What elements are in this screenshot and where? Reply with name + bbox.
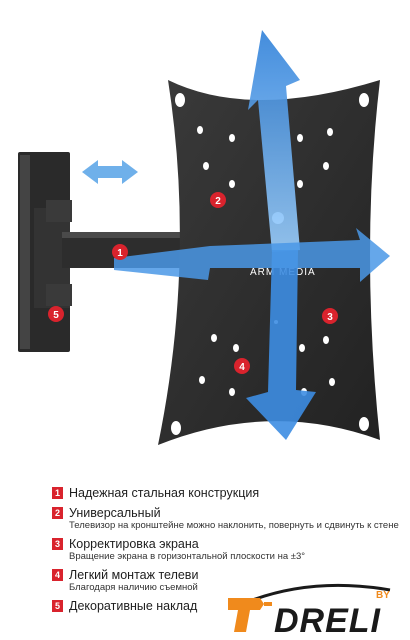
- feature-item: 5 Декоративные наклад: [52, 599, 402, 613]
- marker-5: 5: [48, 306, 64, 322]
- plate-holes: [171, 93, 369, 435]
- swivel-arrow-icon: [114, 228, 390, 282]
- feature-description: Вращение экрана в горизонтальной плоскос…: [69, 551, 306, 562]
- feature-number: 2: [52, 507, 63, 519]
- svg-text:3: 3: [327, 312, 333, 323]
- svg-text:5: 5: [53, 310, 59, 321]
- feature-description: Телевизор на кронштейне можно наклонить,…: [69, 520, 399, 531]
- dreli-logo: DRELI BY: [226, 583, 402, 638]
- svg-text:2: 2: [215, 196, 221, 207]
- feature-item: 3 Корректировка экрана Вращение экрана в…: [52, 537, 402, 562]
- feature-title: Универсальный: [69, 506, 161, 520]
- feature-description: Благодаря наличию съемной: [69, 582, 198, 593]
- drill-icon: [228, 598, 272, 632]
- svg-text:1: 1: [117, 248, 123, 259]
- feature-title: Декоративные наклад: [69, 599, 198, 613]
- logo-by: BY: [376, 590, 390, 601]
- feature-number: 4: [52, 569, 63, 581]
- tilt-arrow-icon: [248, 30, 300, 252]
- svg-text:4: 4: [239, 362, 245, 373]
- marker-1: 1: [112, 244, 128, 260]
- marker-4: 4: [234, 358, 250, 374]
- logo-text: DRELI: [274, 602, 382, 638]
- marker-3: 3: [322, 308, 338, 324]
- tv-mount-illustration: ARM MEDIA 1 2 3 4 5: [18, 30, 390, 445]
- slide-arrow-icon: [82, 160, 138, 184]
- feature-item: 4 Легкий монтаж телеви Благодаря наличию…: [52, 568, 402, 593]
- feature-number: 5: [52, 600, 63, 612]
- feature-number: 1: [52, 487, 63, 499]
- feature-list: 1 Надежная стальная конструкция 2 Универ…: [52, 486, 402, 619]
- feature-item: 2 Универсальный Телевизор на кронштейне …: [52, 506, 402, 531]
- feature-number: 3: [52, 538, 63, 550]
- feature-title: Надежная стальная конструкция: [69, 486, 260, 500]
- marker-2: 2: [210, 192, 226, 208]
- vertical-adjust-arrow-icon: [246, 250, 316, 440]
- feature-title: Корректировка экрана: [69, 537, 199, 551]
- feature-title: Легкий монтаж телеви: [69, 568, 199, 582]
- feature-item: 1 Надежная стальная конструкция: [52, 486, 402, 500]
